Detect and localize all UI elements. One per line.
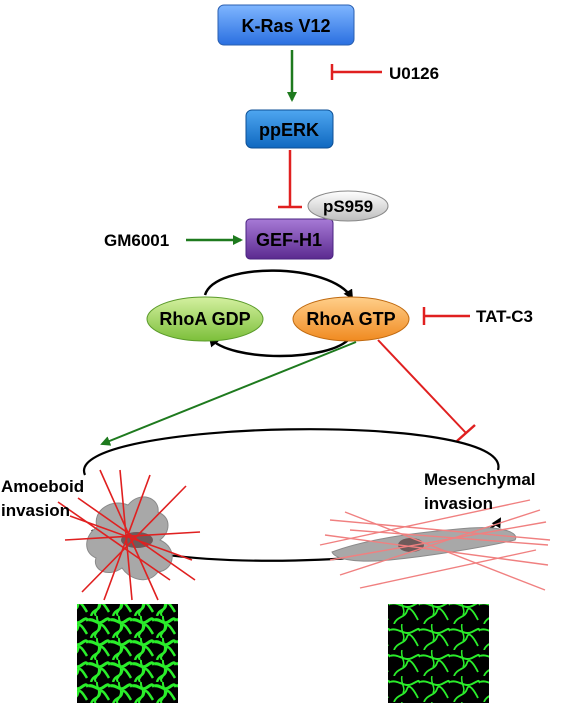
tatc3-label: TAT-C3 [476, 307, 533, 326]
kras-v12-node: K-Ras V12 [217, 4, 355, 46]
pperk-node: ppERK [245, 109, 334, 149]
ps959-phospho-site: pS959 [307, 190, 389, 222]
rhoa-gdp-node: RhoA GDP [146, 296, 264, 342]
mesenchymal-micrograph [388, 604, 489, 703]
amoeboid-micrograph [77, 604, 178, 703]
amoeboid-cell [57, 469, 201, 601]
ps959-label: pS959 [323, 197, 373, 216]
inhibition-rhoa-to-mesenchymal [377, 339, 476, 442]
gefh1-node: GEF-H1 [245, 218, 334, 260]
gm6001-activation: GM6001 [104, 231, 243, 250]
tatc3-inhibition: TAT-C3 [422, 307, 533, 326]
gtp-to-gdp-hydrolysis-arrow [208, 336, 351, 358]
activation-arrow-rhoa-to-amoeboid [100, 341, 357, 446]
kras-v12-label: K-Ras V12 [241, 16, 330, 36]
rhoa-gtp-node: RhoA GTP [292, 296, 410, 342]
u0126-inhibition: U0126 [330, 64, 439, 83]
rhoa-gtp-label: RhoA GTP [306, 309, 395, 329]
amoeboid-label-line2: invasion [1, 501, 70, 520]
gdp-to-gtp-exchange-arrow [203, 269, 354, 300]
mesenchymal-label-line2: invasion [424, 494, 493, 513]
mesenchymal-cell [319, 499, 551, 591]
amoeboid-label-line1: Amoeboid [1, 477, 84, 496]
gefh1-label: GEF-H1 [256, 230, 322, 250]
inhibition-pperk-to-gefh1 [278, 150, 302, 209]
pperk-label: ppERK [259, 120, 319, 140]
mesenchymal-label-line1: Mesenchymal [424, 470, 536, 489]
u0126-label: U0126 [389, 64, 439, 83]
transition-arc-upper [83, 428, 500, 476]
gm6001-label: GM6001 [104, 231, 169, 250]
rhoa-gdp-label: RhoA GDP [159, 309, 250, 329]
